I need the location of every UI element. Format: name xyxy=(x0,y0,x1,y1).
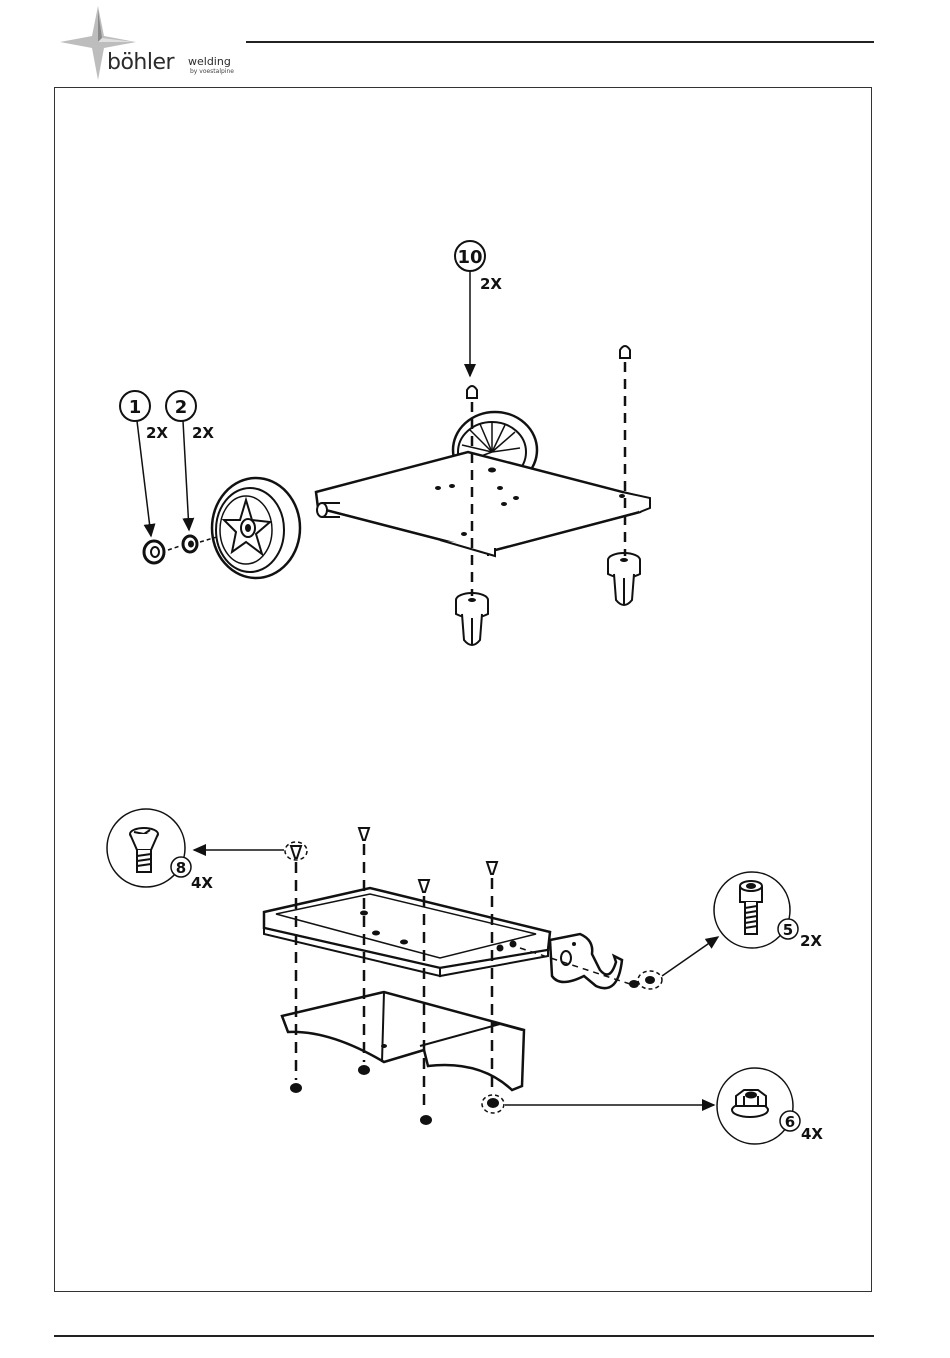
callout-5-qty: 2X xyxy=(800,932,822,950)
platform-plate xyxy=(316,452,650,556)
support-bracket xyxy=(282,992,524,1090)
callout-2-qty: 2X xyxy=(192,424,214,442)
hex-flange-nut-icon xyxy=(732,1090,768,1117)
tray xyxy=(264,888,550,976)
front-wheel-icon xyxy=(212,478,300,578)
callout-8: 8 4X xyxy=(107,809,284,892)
callout-1: 1 2X xyxy=(120,391,168,536)
callout-1-qty: 2X xyxy=(146,424,168,442)
cap-nut-icon xyxy=(467,386,477,398)
caster-icon xyxy=(608,553,640,605)
caster-icon xyxy=(456,593,488,645)
callout-5-number: 5 xyxy=(783,921,793,939)
callout-2: 2 2X xyxy=(166,391,214,530)
cap-nut-icon xyxy=(620,346,630,358)
callout-10-number: 10 xyxy=(457,247,482,268)
trolley-assembly xyxy=(144,346,650,645)
washer-icon xyxy=(144,541,164,563)
callout-10: 10 2X xyxy=(455,241,502,376)
nut-icon xyxy=(183,536,197,552)
hook-bracket-icon xyxy=(550,934,622,988)
callout-6-number: 6 xyxy=(785,1113,795,1131)
flange-nut-icon xyxy=(290,1065,499,1125)
callout-6: 6 4X xyxy=(505,1068,823,1144)
bolt-icon xyxy=(629,976,655,988)
callout-6-qty: 4X xyxy=(801,1125,823,1143)
callout-10-qty: 2X xyxy=(480,275,502,293)
screw-icon xyxy=(291,828,497,892)
callout-2-number: 2 xyxy=(175,397,188,418)
shelf-assembly xyxy=(264,828,662,1125)
callout-8-qty: 4X xyxy=(191,874,213,892)
callout-1-number: 1 xyxy=(129,397,142,418)
callout-8-number: 8 xyxy=(176,859,186,877)
callout-5: 5 2X xyxy=(662,872,822,976)
